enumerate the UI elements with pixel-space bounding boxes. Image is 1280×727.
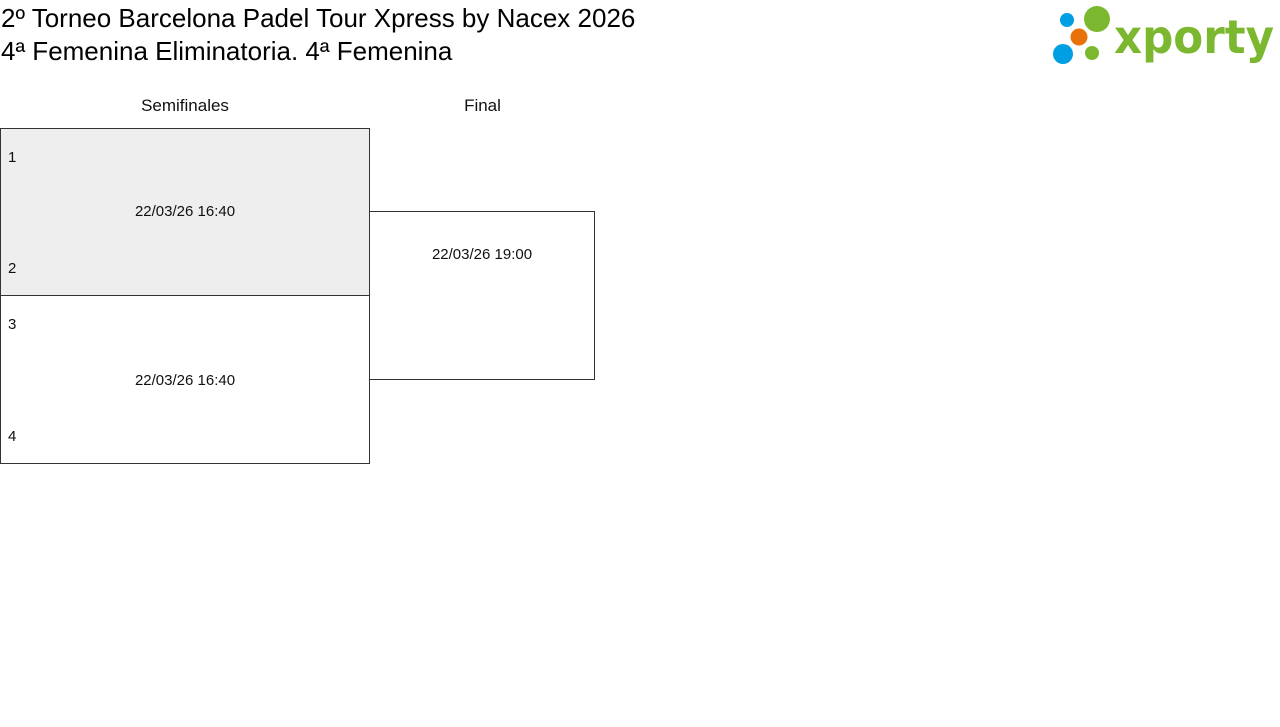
seed-top: 1 bbox=[8, 149, 17, 166]
seed-bottom: 2 bbox=[8, 260, 17, 277]
round-semifinales-header: Semifinales bbox=[141, 96, 229, 115]
match-datetime: 22/03/26 16:40 bbox=[134, 203, 236, 220]
seed-top: 3 bbox=[8, 316, 17, 333]
match-datetime: 22/03/26 16:40 bbox=[134, 372, 236, 389]
match-datetime: 22/03/26 19:00 bbox=[431, 246, 533, 263]
match-final[interactable]: 22/03/26 19:00 bbox=[369, 211, 595, 380]
logo-text: xporty bbox=[1114, 10, 1274, 64]
round-final-header: Final bbox=[464, 96, 501, 115]
match-semifinal-2[interactable]: 3 22/03/26 16:40 4 bbox=[0, 295, 370, 464]
category-title: 4ª Femenina Eliminatoria. 4ª Femenina bbox=[1, 36, 453, 66]
match-semifinal-1[interactable]: 1 22/03/26 16:40 2 bbox=[0, 128, 370, 296]
seed-bottom: 4 bbox=[8, 428, 17, 445]
xporty-logo: xporty bbox=[1053, 6, 1274, 64]
tournament-title: 2º Torneo Barcelona Padel Tour Xpress by… bbox=[1, 3, 636, 33]
